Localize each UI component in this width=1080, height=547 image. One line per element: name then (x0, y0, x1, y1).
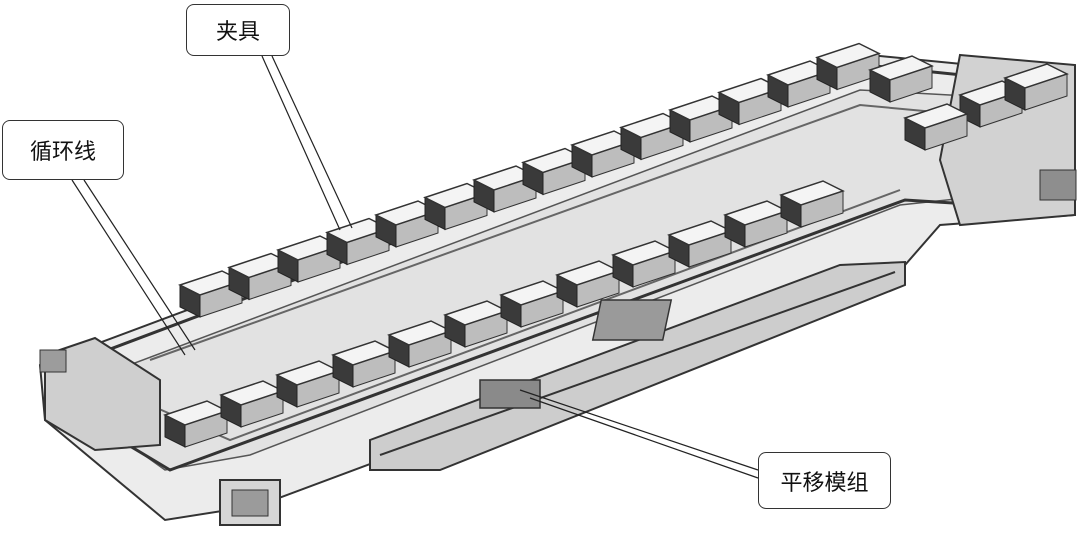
translation-module-slider (479, 379, 541, 409)
fixture-row-right (868, 55, 1069, 151)
front-fixture-11 (723, 200, 789, 248)
back-fixture-13 (766, 60, 832, 108)
back-fixture-14 (815, 42, 881, 91)
right-fixture-3 (1003, 63, 1069, 111)
front-fixture-8 (555, 260, 621, 308)
leader-fixture-2 (271, 55, 353, 229)
leader-shift-1 (519, 389, 759, 471)
right-fixture-4 (903, 103, 969, 151)
left-turn-unit (44, 336, 161, 452)
front-fixture-5 (387, 320, 453, 368)
front-fixture-10 (667, 220, 733, 268)
right-fixture-1 (868, 55, 934, 103)
front-fixture-1 (163, 400, 229, 448)
leader-fixture-1 (261, 55, 341, 231)
translation-module-carriage (591, 299, 673, 341)
translation-module-body (369, 260, 906, 471)
leader-shift-2 (529, 397, 759, 479)
label-fixture: 夹具 (186, 4, 290, 56)
bottom-stand (219, 479, 281, 526)
fixture-row-back (178, 42, 881, 318)
label-circulation-line: 循环线 (2, 120, 124, 180)
front-fixture-12 (779, 180, 845, 228)
front-fixture-4 (331, 340, 397, 388)
leader-loop-1 (71, 179, 186, 356)
fixture-row-front (163, 180, 845, 448)
leader-loop-2 (83, 179, 196, 351)
translation-module-rail (379, 271, 896, 456)
label-translation-module: 平移模组 (758, 452, 891, 509)
left-motor (39, 349, 67, 373)
front-fixture-2 (219, 380, 285, 428)
front-fixture-6 (443, 300, 509, 348)
bottom-stand-inner (231, 489, 269, 517)
right-motor (1039, 169, 1077, 201)
